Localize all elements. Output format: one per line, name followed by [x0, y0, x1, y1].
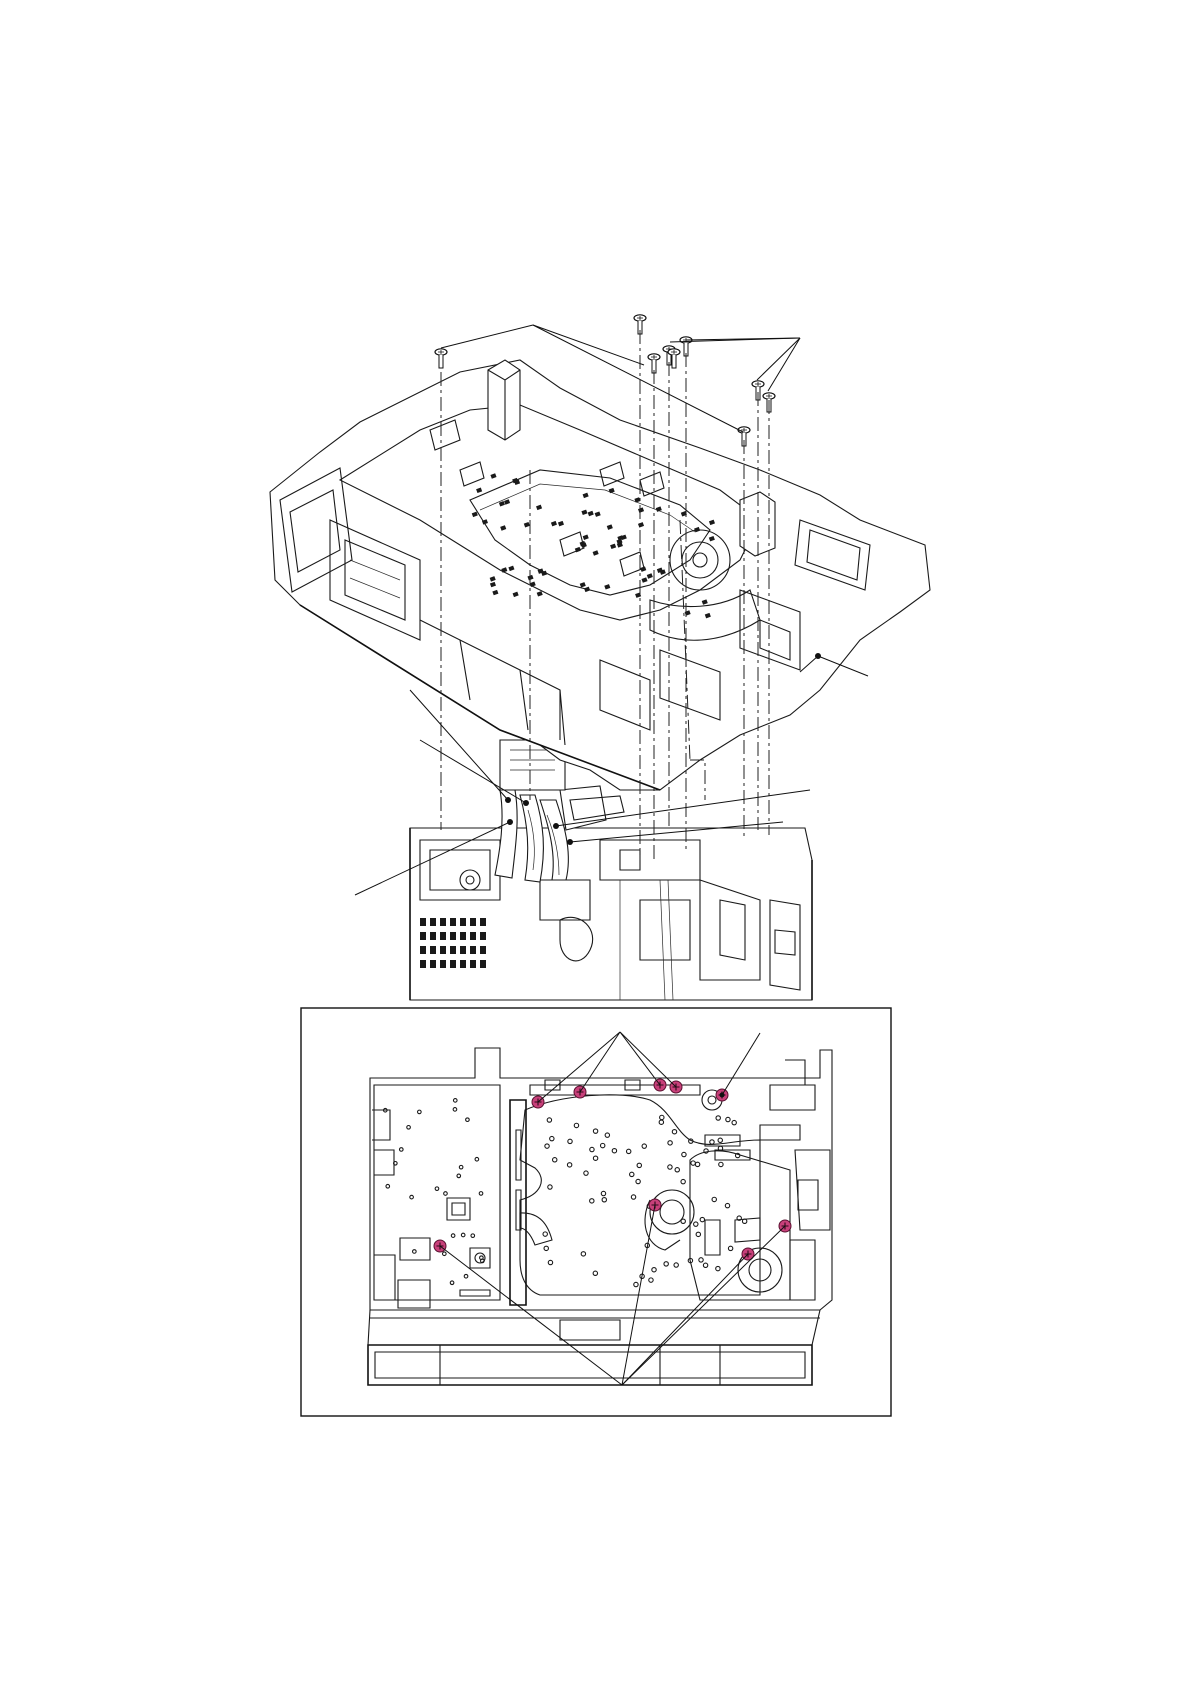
screw [435, 349, 447, 368]
vent-slot [480, 946, 486, 954]
vent-slot [480, 932, 486, 940]
vent-slot [470, 918, 476, 926]
upper-frame-assembly [270, 360, 930, 790]
vent-slot [450, 918, 456, 926]
vent-slot [470, 946, 476, 954]
vent-slot [480, 918, 486, 926]
vent-slot [470, 932, 476, 940]
vent-slot [460, 960, 466, 968]
vent-slot [420, 918, 426, 926]
vent-slot [450, 932, 456, 940]
vent-slot [420, 946, 426, 954]
vent-slot [460, 932, 466, 940]
vent-slot [460, 918, 466, 926]
detail-view-box [301, 1008, 891, 1416]
vent-slot [440, 932, 446, 940]
vent-slot [430, 960, 436, 968]
vent-slot [430, 946, 436, 954]
vent-slot [440, 946, 446, 954]
vent-slot [420, 960, 426, 968]
vent-slot [460, 946, 466, 954]
lower-main-body [410, 828, 812, 1000]
screw-shaft [439, 355, 443, 368]
vent-slot [440, 960, 446, 968]
screw-shaft [672, 355, 676, 368]
vent-slot [420, 932, 426, 940]
vent-slot [480, 960, 486, 968]
vent-slot [430, 918, 436, 926]
vent-slot [450, 946, 456, 954]
vent-slot [430, 932, 436, 940]
vent-slot [470, 960, 476, 968]
vent-slot [440, 918, 446, 926]
vent-slot [450, 960, 456, 968]
